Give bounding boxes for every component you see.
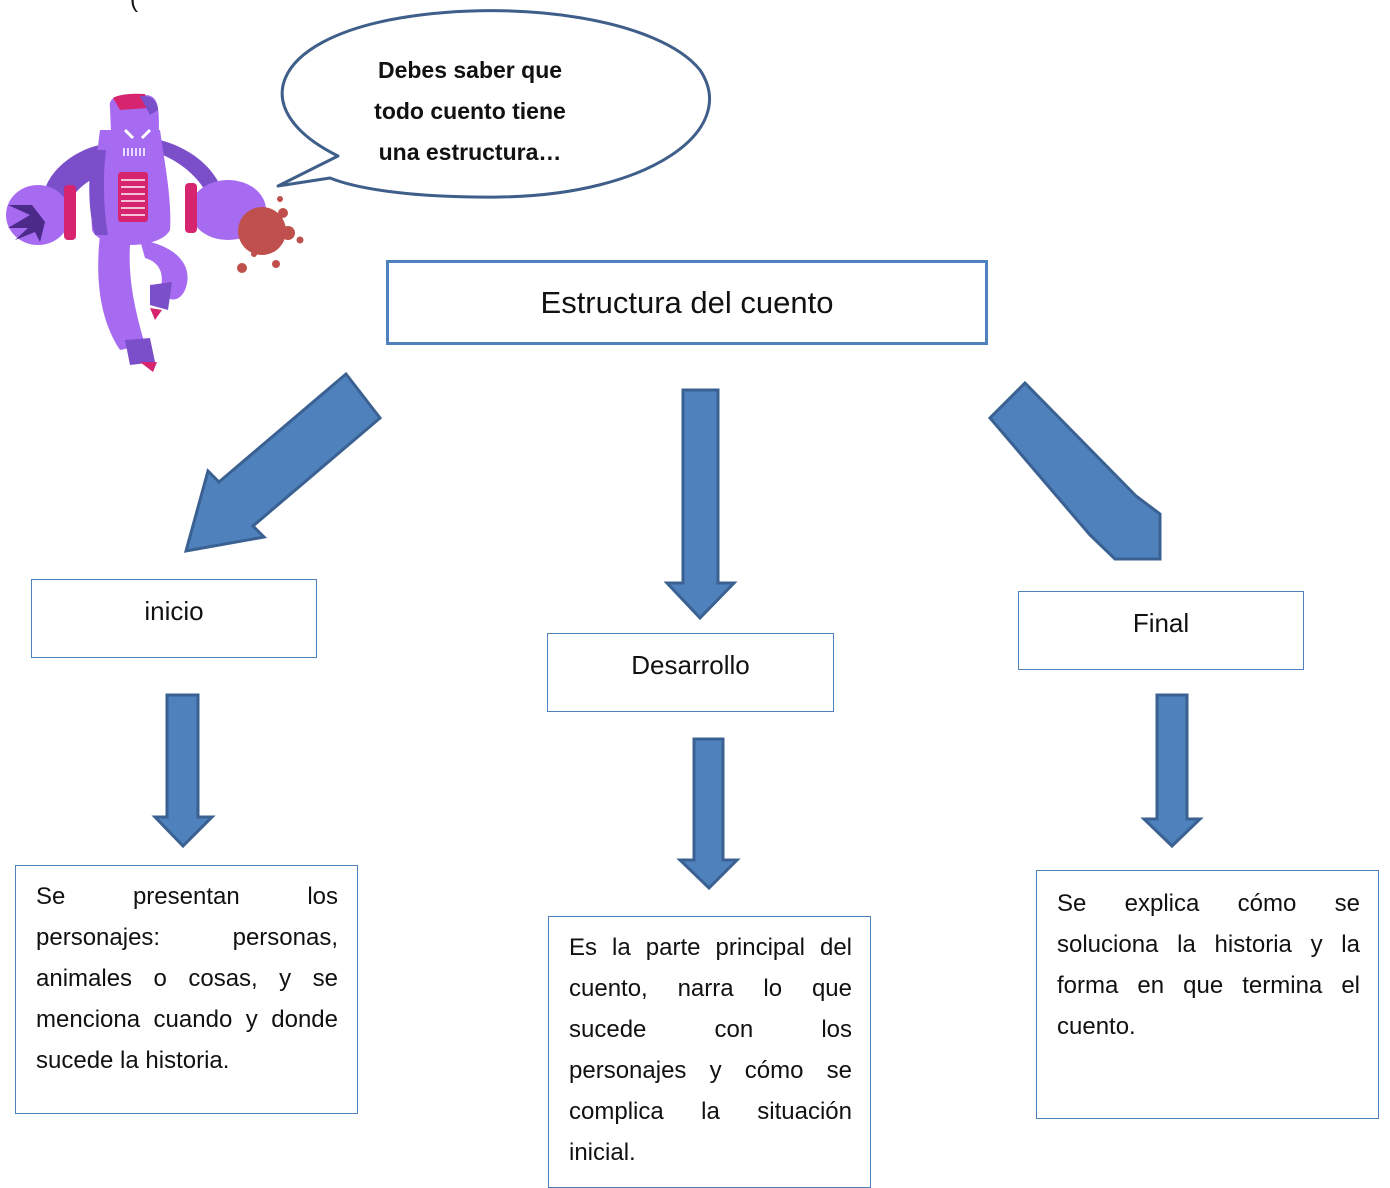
arrow-to-desarrollo-icon — [663, 388, 738, 621]
description-final: Se explica cómo se soluciona la historia… — [1057, 890, 1360, 1040]
arrow-to-final-icon — [987, 380, 1162, 561]
arrow-to-inicio-icon — [183, 371, 383, 553]
description-box-final: Se explica cómo se soluciona la historia… — [1036, 870, 1379, 1119]
arrow-desarrollo-to-desc-icon — [676, 737, 741, 891]
speech-bubble-shape — [276, 9, 711, 199]
arrow-final-to-desc-icon — [1140, 693, 1204, 849]
diagram-title: Estructura del cuento — [540, 284, 834, 320]
description-box-desarrollo: Es la parte principal del cuento, narra … — [548, 916, 871, 1188]
section-box-desarrollo: Desarrollo — [547, 633, 834, 712]
speech-line: Debes saber que — [377, 57, 563, 83]
section-box-final: Final — [1018, 591, 1304, 670]
arrow-inicio-to-desc-icon — [151, 693, 216, 849]
section-label-desarrollo: Desarrollo — [631, 650, 750, 680]
section-label-inicio: inicio — [144, 596, 204, 626]
diagram-title-box: Estructura del cuento — [386, 260, 988, 345]
speech-line: todo cuento tiene — [374, 98, 566, 124]
section-box-inicio: inicio — [31, 579, 317, 658]
description-inicio: Se presentan los personajes: personas, a… — [36, 883, 338, 1074]
top-text-fragment: ( — [130, 0, 138, 14]
description-desarrollo: Es la parte principal del cuento, narra … — [569, 934, 852, 1166]
robot-character-icon — [6, 93, 266, 372]
description-box-inicio: Se presentan los personajes: personas, a… — [15, 865, 358, 1114]
splat-icon — [237, 196, 304, 273]
speech-line: una estructura… — [378, 139, 562, 165]
section-label-final: Final — [1132, 608, 1190, 638]
speech-bubble-text: Debes saber que todo cuento tiene una es… — [330, 50, 610, 173]
